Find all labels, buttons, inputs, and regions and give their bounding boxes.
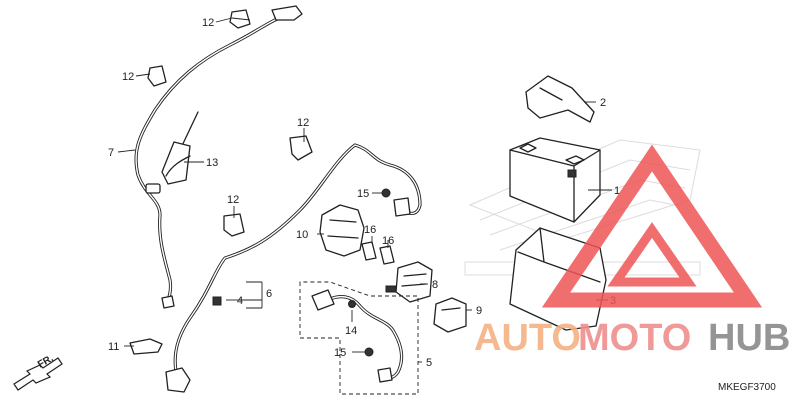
callout-11: 11 xyxy=(108,341,119,353)
band-13 xyxy=(161,111,199,185)
band-11 xyxy=(129,338,163,355)
callout-13: 13 xyxy=(206,157,218,169)
callout-5: 5 xyxy=(426,357,432,369)
callout-16a: 16 xyxy=(364,224,376,236)
watermark-auto: AUTO xyxy=(474,317,581,359)
harness-7 xyxy=(134,5,303,309)
watermark-moto: MOTO xyxy=(578,317,691,359)
callout-12-lower: 12 xyxy=(227,194,239,206)
starter-relay-8 xyxy=(385,261,433,303)
callout-7: 7 xyxy=(108,147,114,159)
harness-6 xyxy=(165,143,422,393)
harness-7-terminal xyxy=(271,5,303,21)
bolt-4 xyxy=(212,296,222,306)
callout-14: 14 xyxy=(345,325,357,337)
callout-8: 8 xyxy=(432,279,438,291)
callout-15-lower: 15 xyxy=(334,347,346,359)
fuse-box-9 xyxy=(433,297,467,333)
battery-cover-2 xyxy=(525,75,595,123)
callout-4: 4 xyxy=(237,295,243,307)
watermark-hub: HUB xyxy=(708,317,790,359)
callout-labels: 12 12 7 13 12 12 11 4 6 15 10 16 16 8 9 … xyxy=(108,17,620,369)
callout-12-top: 12 xyxy=(202,17,214,29)
clamp-12-top xyxy=(229,9,251,29)
callout-9: 9 xyxy=(476,305,482,317)
diagram-code: MKEGF3700 xyxy=(718,382,776,393)
cushion-16a xyxy=(361,241,377,261)
watermark-logo xyxy=(541,144,763,308)
callout-12-mid: 12 xyxy=(297,117,309,129)
direction-marker: FR. xyxy=(13,353,63,391)
bolt-15-lower xyxy=(364,347,374,357)
callout-2: 2 xyxy=(600,97,606,109)
callout-15-upper: 15 xyxy=(357,188,369,200)
leader-lines xyxy=(117,17,612,363)
callout-10: 10 xyxy=(296,229,308,241)
cushion-16b xyxy=(379,245,395,265)
clamp-12-lower xyxy=(223,213,245,237)
callout-12-left: 12 xyxy=(122,71,134,83)
clamp-12-left xyxy=(147,65,167,87)
clamp-12-mid xyxy=(289,135,313,161)
battery-1 xyxy=(509,137,601,223)
watermark-text: AUTO MOTO HUB xyxy=(474,317,790,359)
harness-6-connector xyxy=(165,367,191,393)
bolt-15-upper xyxy=(381,188,391,198)
harness-7-grommet xyxy=(145,183,161,194)
callout-6: 6 xyxy=(266,288,272,300)
relay-cover-10 xyxy=(319,204,365,257)
sub-harness-5 xyxy=(299,281,419,395)
arrow-down-left-icon xyxy=(13,357,63,391)
callout-16b: 16 xyxy=(382,235,394,247)
callout-1: 1 xyxy=(614,185,620,197)
